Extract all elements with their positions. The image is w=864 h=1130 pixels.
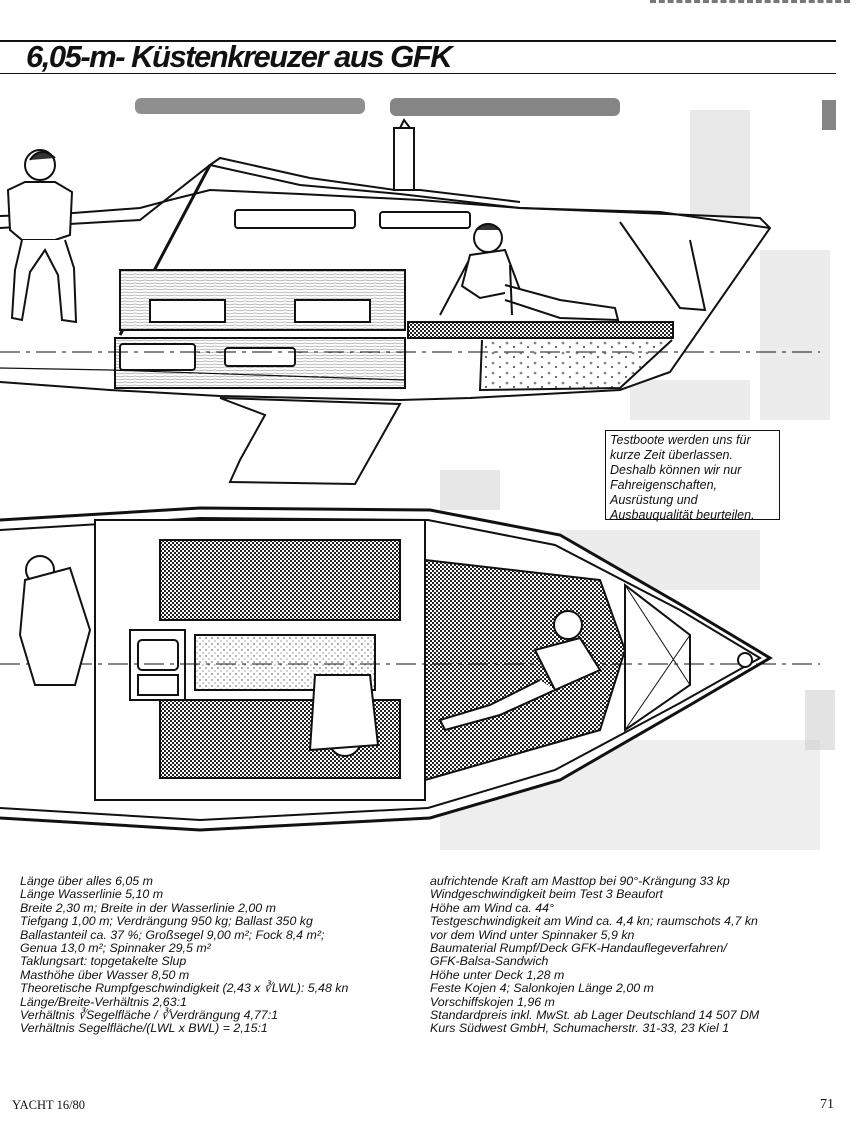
- person-hair: [29, 151, 56, 161]
- scan-smudge: [822, 100, 836, 130]
- v-berth-cushion: [407, 321, 674, 339]
- spec-line: Tiefgang 1,00 m; Verdrängung 950 kg; Bal…: [20, 914, 313, 929]
- scan-smudges: [135, 98, 836, 850]
- spec-line: Testgeschwindigkeit am Wind ca. 4,4 kn; …: [430, 914, 758, 929]
- settee-port: [159, 539, 401, 621]
- scan-smudge: [440, 470, 500, 510]
- spec-line: Verhältnis ∛Segelfläche / ∛Verdrängung 4…: [20, 1008, 279, 1023]
- person-plan-saloon: [308, 674, 380, 757]
- spec-line: GFK-Balsa-Sandwich: [430, 954, 549, 969]
- scan-smudge: [760, 250, 830, 420]
- spec-line: aufrichtende Kraft am Masttop bei 90°-Kr…: [430, 874, 730, 888]
- spec-line: Baumaterial Rumpf/Deck GFK-Handauflegeve…: [430, 941, 727, 956]
- spec-line: Länge über alles 6,05 m: [20, 874, 153, 888]
- person-hair: [475, 223, 501, 231]
- person-torso: [533, 636, 602, 692]
- scan-smudge: [135, 98, 365, 114]
- spec-line: Höhe am Wind ca. 44°: [430, 900, 554, 915]
- galley-stove: [137, 674, 179, 696]
- person-plan-cockpit: [18, 555, 92, 686]
- person-head: [553, 610, 583, 640]
- deck-sheer: [0, 163, 771, 229]
- cabinet-door: [294, 299, 371, 323]
- scan-smudge: [805, 690, 835, 750]
- spec-line: Windgeschwindigkeit beim Test 3 Beaufort: [430, 887, 663, 902]
- mast-top: [399, 118, 411, 129]
- spec-line: vor dem Wind unter Spinnaker 5,9 kn: [430, 927, 635, 942]
- person-lying-vberth: [439, 223, 620, 322]
- top-edge-rule: [650, 0, 850, 6]
- person-legs: [10, 239, 78, 324]
- scan-smudge: [390, 98, 620, 116]
- page-title: 6,05-m- Küstenkreuzer aus GFK: [26, 39, 453, 74]
- info-box-text: Testboote werden uns für kurze Zeit über…: [610, 433, 755, 522]
- person-sitting-cockpit: [6, 149, 78, 324]
- galley-sink: [137, 639, 179, 671]
- hatch-diagonals: [624, 584, 691, 731]
- spec-line: Kurs Südwest GmbH, Schumacherstr. 31-33,…: [430, 1021, 730, 1036]
- side-profile: [0, 118, 820, 486]
- person-legs: [438, 679, 556, 732]
- title-top-rule: [0, 40, 836, 42]
- cabinet-door: [224, 347, 296, 367]
- cabin-window: [379, 211, 471, 229]
- spec-line: Vorschiffskojen 1,96 m: [430, 994, 555, 1009]
- spec-line: Feste Kojen 4; Salonkojen Länge 2,00 m: [430, 981, 654, 996]
- spec-line: Länge Wasserlinie 5,10 m: [20, 887, 164, 902]
- keel: [219, 397, 402, 486]
- person-torso: [308, 674, 380, 752]
- hull-stripe: [0, 367, 406, 381]
- spec-line: Theoretische Rumpfgeschwindigkeit (2,43 …: [20, 981, 349, 996]
- scan-smudge: [630, 380, 750, 420]
- boat-illustration: [0, 98, 836, 850]
- cabin-window: [234, 209, 356, 229]
- specs-left-column: Länge über alles 6,05 m Länge Wasserlini…: [20, 874, 349, 1036]
- spec-line: Höhe unter Deck 1,28 m: [430, 967, 565, 982]
- cabin-top: [209, 156, 521, 203]
- person-torso: [18, 566, 92, 686]
- spec-line: Standardpreis inkl. MwSt. ab Lager Deuts…: [430, 1008, 760, 1023]
- stove: [119, 343, 196, 371]
- spec-line: Länge/Breite-Verhältnis 2,63:1: [20, 994, 187, 1009]
- mast-stub: [393, 127, 415, 191]
- person-legs: [504, 284, 620, 322]
- spec-line: Genua 13,0 m²; Spinnaker 29,5 m²: [20, 941, 211, 956]
- person-torso: [6, 181, 74, 241]
- person-arms: [439, 261, 513, 316]
- specs-right-column: aufrichtende Kraft am Masttop bei 90°-Kr…: [430, 874, 760, 1036]
- title-bottom-rule: [0, 73, 836, 74]
- page-number: 71: [820, 1097, 834, 1112]
- spec-line: Ballastanteil ca. 37 %; Großsegel 9,00 m…: [20, 927, 325, 942]
- spec-line: Breite 2,30 m; Breite in der Wasserlinie…: [20, 900, 276, 915]
- forepeak: [619, 221, 707, 312]
- plan-view: [0, 506, 820, 832]
- spec-line: Taklungsart: topgetakelte Slup: [20, 954, 187, 969]
- info-box: Testboote werden uns für kurze Zeit über…: [605, 430, 780, 522]
- person-plan-vberth: [438, 610, 602, 732]
- footer-publication: YACHT 16/80: [12, 1098, 86, 1112]
- bow-fitting: [737, 652, 753, 668]
- spec-line: Verhältnis Segelfläche/(LWL x BWL) = 2,1…: [20, 1021, 268, 1036]
- cabinet-door: [149, 299, 226, 323]
- spec-line: Masthöhe über Wasser 8,50 m: [20, 967, 190, 982]
- scan-smudge: [690, 110, 750, 230]
